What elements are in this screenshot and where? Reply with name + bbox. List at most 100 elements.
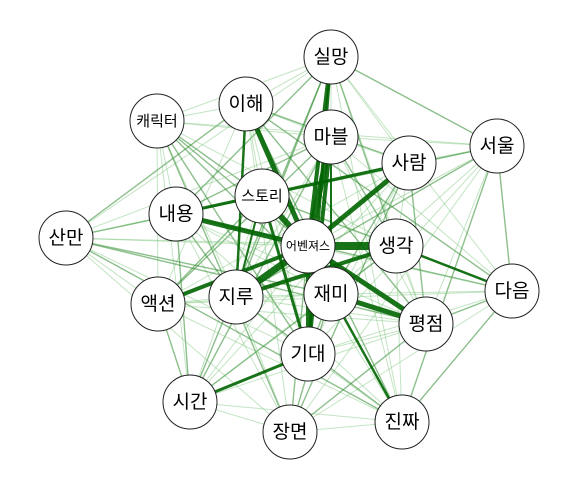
node-circle [262, 404, 318, 460]
edge-mabeul-jinjja [330, 136, 403, 423]
node-circle [381, 135, 437, 191]
node-pyeongjeom: 평점 [398, 296, 454, 352]
edge-ihae-jangmyeon [245, 103, 291, 433]
node-circle [469, 118, 525, 174]
node-circle [368, 218, 424, 274]
node-saram: 사람 [381, 135, 437, 191]
node-silmang: 실망 [303, 29, 359, 85]
edge-ihae-sanman [65, 103, 247, 239]
node-label: 진짜 [385, 411, 420, 433]
node-label: 서울 [480, 135, 515, 157]
node-circle [148, 186, 204, 242]
node-label: 어벤져스 [286, 239, 330, 253]
edge-sanman-jangmyeon [65, 237, 291, 433]
edge-silmang-seoul [330, 56, 498, 147]
edge-daeum-jaemi [330, 290, 513, 295]
edge-daeum-jangmyeon [289, 290, 513, 433]
node-circle [303, 29, 359, 85]
node-sanman: 산만 [38, 210, 94, 266]
node-label: 산만 [49, 227, 84, 249]
edge-seoul-avengers [307, 145, 498, 247]
edge-silmang-sanman [65, 56, 332, 239]
node-aeksyeon: 액션 [130, 276, 186, 332]
node-label: 사람 [392, 152, 427, 174]
node-label: 장면 [273, 421, 308, 443]
node-naeyong: 내용 [148, 186, 204, 242]
edge-mabeul-daeum [330, 136, 513, 292]
edge-kaerikteo-sigan [156, 120, 191, 403]
edge-seoul-jiru [235, 145, 498, 298]
node-jinjja: 진짜 [374, 394, 430, 450]
node-circle [303, 109, 359, 165]
edge-mabeul-sanman [65, 136, 332, 239]
node-kaerikteo: 캐릭터 [129, 93, 185, 149]
node-label: 액션 [141, 293, 176, 315]
node-circle [398, 296, 454, 352]
node-seutori: 스토리 [234, 168, 290, 224]
edge-saenggak-sigan [189, 245, 397, 403]
edge-saenggak-jinjja [395, 245, 403, 423]
edge-saram-aeksyeon [157, 162, 410, 305]
node-label: 시간 [173, 391, 208, 413]
edge-seoul-pyeongjeom [425, 145, 498, 325]
edge-daeum-jinjja [401, 290, 513, 423]
node-circle [234, 168, 290, 224]
edge-mabeul-sigan [189, 136, 332, 403]
node-jangmyeon: 장면 [262, 404, 318, 460]
node-label: 캐릭터 [136, 112, 177, 130]
edge-silmang-saenggak [330, 56, 397, 247]
node-label: 마블 [314, 126, 349, 148]
edge-silmang-naeyong [175, 56, 332, 215]
node-label: 재미 [314, 283, 349, 305]
node-circle [129, 93, 185, 149]
node-sigan: 시간 [162, 374, 218, 430]
edge-ihae-aeksyeon [157, 103, 247, 305]
edge-saram-naeyong [174, 161, 411, 216]
edge-sanman-gidae [65, 237, 309, 355]
edge-seoul-jinjja [401, 145, 498, 423]
node-label: 지루 [219, 286, 254, 308]
edge-ihae-gidae [245, 103, 309, 355]
node-circle [280, 218, 336, 274]
edge-aeksyeon-pyeongjeom [157, 303, 427, 325]
node-daeum: 다음 [484, 263, 540, 319]
node-circle [208, 269, 264, 325]
edge-aeksyeon-jinjja [157, 303, 403, 423]
edge-avengers-sigan [189, 245, 309, 403]
node-ihae: 이해 [218, 76, 274, 132]
edge-ihae-pyeongjeom [245, 103, 427, 325]
node-label: 실망 [314, 46, 349, 68]
node-label: 다음 [495, 280, 530, 302]
node-circle [218, 76, 274, 132]
node-label: 생각 [379, 235, 414, 257]
edge-seoul-jangmyeon [289, 145, 498, 433]
node-label: 이해 [229, 93, 264, 115]
edge-ihae-daeum [245, 103, 513, 292]
edge-sanman-jinjja [65, 237, 403, 423]
node-circle [130, 276, 186, 332]
node-saenggak: 생각 [368, 218, 424, 274]
node-seoul: 서울 [469, 118, 525, 174]
node-label: 평점 [409, 313, 444, 335]
edge-silmang-sigan [189, 56, 332, 403]
node-jaemi: 재미 [303, 266, 359, 322]
edge-pyeongjeom-jangmyeon [289, 323, 427, 433]
node-mabeul: 마블 [303, 109, 359, 165]
node-label: 기대 [291, 343, 326, 365]
edge-kaerikteo-gidae [156, 120, 309, 355]
edge-kaerikteo-avengers [156, 120, 309, 247]
node-label: 스토리 [241, 187, 282, 205]
edge-mabeul-aeksyeon [157, 136, 332, 305]
node-gidae: 기대 [280, 326, 336, 382]
node-circle [38, 210, 94, 266]
edge-sanman-avengers [65, 237, 309, 247]
node-jiru: 지루 [208, 269, 264, 325]
edge-saram-sigan [189, 162, 410, 403]
node-circle [303, 266, 359, 322]
node-label: 내용 [159, 203, 194, 225]
node-circle [374, 394, 430, 450]
node-avengers: 어벤져스 [280, 218, 336, 274]
edge-naeyong-jinjja [175, 213, 403, 423]
